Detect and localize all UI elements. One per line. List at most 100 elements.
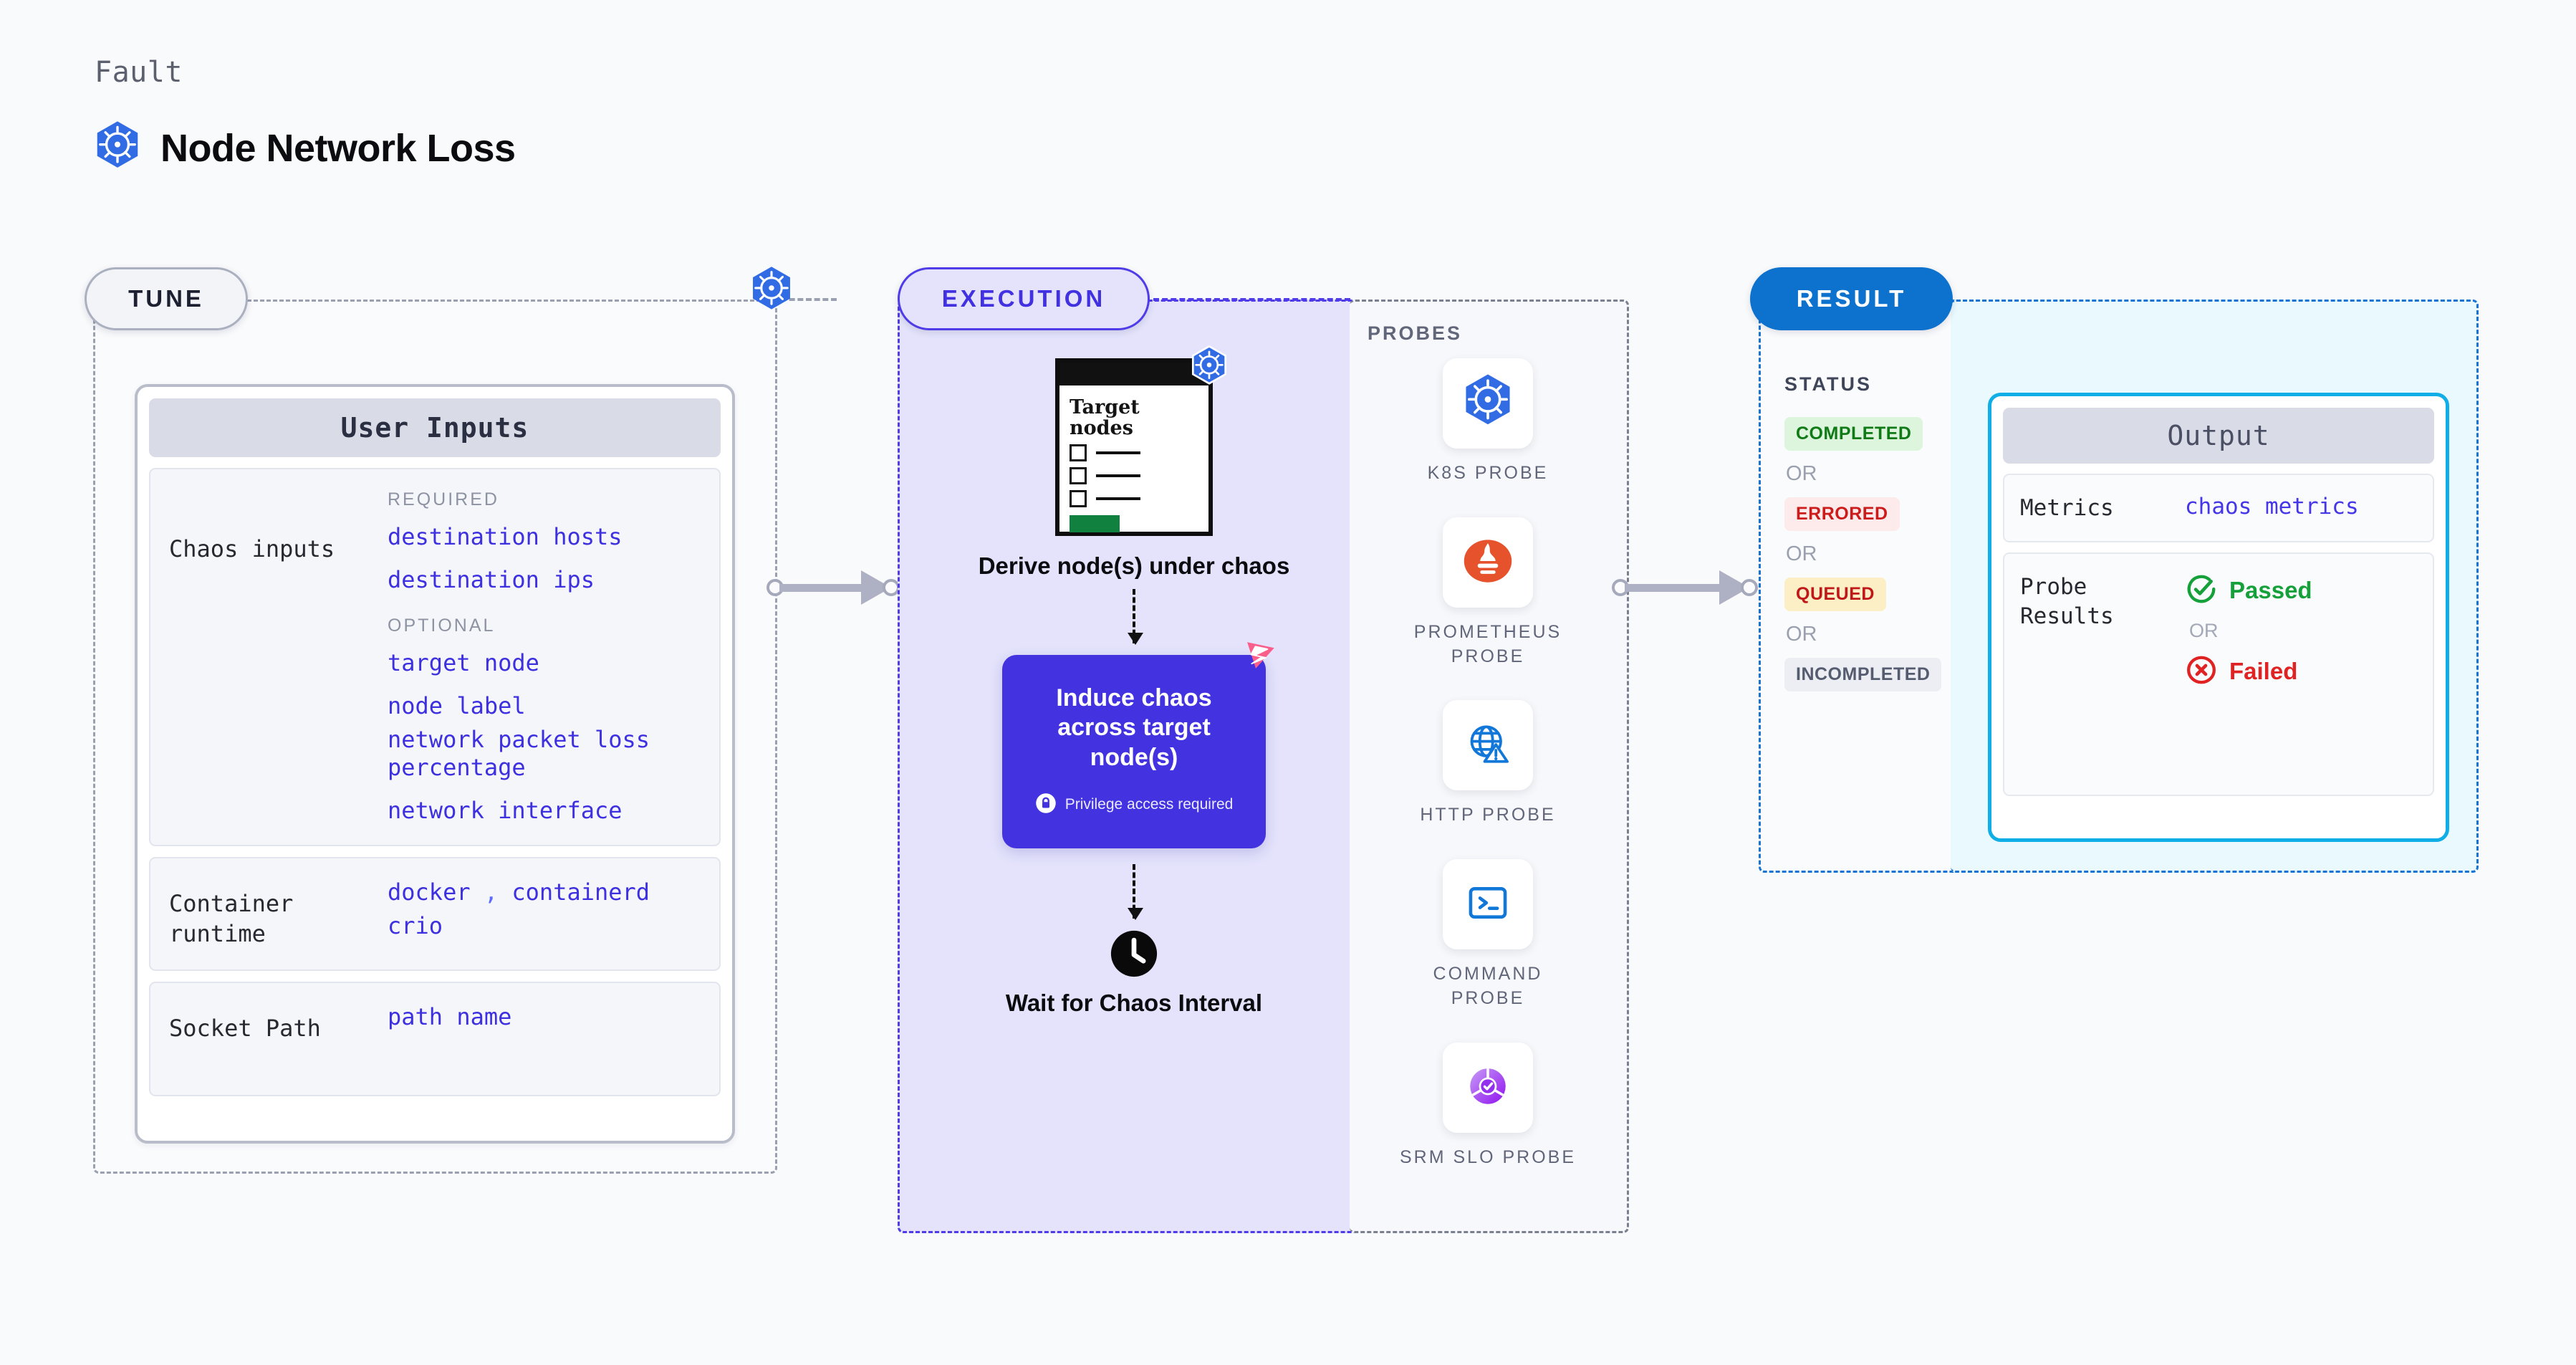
privilege-note-text: Privilege access required: [1064, 796, 1234, 813]
value-path-name[interactable]: path name: [388, 1002, 512, 1030]
induce-chaos-box[interactable]: Induce chaos across target node(s) Privi…: [1002, 641, 1274, 848]
x-circle-icon: [2185, 653, 2218, 689]
user-inputs-card: User Inputs Chaos inputs REQUIRED destin…: [135, 384, 735, 1144]
probe-list: K8S PROBE PROMETHEUS PROBE: [1398, 358, 1577, 1201]
page-title-row: Node Network Loss: [93, 120, 516, 176]
flow-arrow-1: [1128, 588, 1143, 645]
container-runtime-values-line1[interactable]: docker , containerd: [388, 878, 706, 906]
page-title: Node Network Loss: [160, 127, 516, 170]
result-pill[interactable]: RESULT: [1750, 267, 1953, 330]
probes-title: PROBES: [1368, 322, 1463, 344]
user-inputs-header: User Inputs: [149, 398, 721, 457]
input-network-interface[interactable]: network interface: [388, 797, 623, 825]
status-list: COMPLETED OR ERRORED OR QUEUED OR INCOMP…: [1784, 417, 1949, 691]
socket-path-row: Socket Path path name: [149, 981, 721, 1096]
checkbox-icon: [1070, 490, 1087, 508]
progress-bar: [1070, 515, 1120, 533]
kubernetes-icon: [1461, 373, 1514, 434]
list-line: [1096, 497, 1140, 501]
optional-heading: OPTIONAL: [388, 616, 496, 636]
terminal-icon: [1463, 878, 1513, 931]
checkbox-icon: [1070, 467, 1087, 485]
output-header: Output: [2003, 408, 2434, 464]
check-circle-icon: [2185, 573, 2218, 608]
metrics-label: Metrics: [2020, 495, 2114, 521]
status-badge-errored: ERRORED: [1784, 497, 1900, 531]
probe-tile[interactable]: [1443, 1042, 1533, 1133]
flow-arrow-2: [1128, 864, 1143, 920]
probe-tile[interactable]: [1442, 700, 1533, 791]
slo-donut-icon: [1462, 1060, 1514, 1115]
value-separator: ,: [484, 878, 499, 906]
probe-tile[interactable]: [1442, 358, 1533, 449]
checkbox-icon: [1070, 444, 1087, 462]
target-nodes-card: Target nodes: [1055, 345, 1227, 536]
output-card: Output Metrics chaos metrics Probe Resul…: [1988, 393, 2449, 842]
execution-flow-column: Target nodes: [898, 345, 1370, 1017]
probe-name: SRM SLO PROBE: [1400, 1146, 1576, 1167]
input-destination-ips[interactable]: destination ips: [388, 566, 595, 594]
chaos-inputs-label: Chaos inputs: [169, 535, 335, 562]
input-destination-hosts[interactable]: destination hosts: [388, 523, 623, 550]
probe-item-k8s[interactable]: K8S PROBE: [1428, 358, 1549, 486]
kubernetes-icon: [749, 266, 794, 317]
tune-pill[interactable]: TUNE: [85, 267, 248, 330]
or-text: OR: [1786, 462, 1817, 485]
tune-stage: TUNE User Inputs Chaos inputs REQUIRED d…: [85, 267, 777, 1174]
probe-item-http[interactable]: HTTP PROBE: [1420, 700, 1555, 828]
litmus-logo-icon: [1239, 635, 1279, 678]
input-network-packet-loss-percentage[interactable]: network packet loss percentage: [388, 726, 650, 782]
list-line: [1096, 451, 1140, 455]
globe-warning-icon: [1462, 718, 1514, 772]
probe-tile[interactable]: [1443, 859, 1533, 949]
prometheus-icon: [1461, 534, 1515, 591]
probe-name: COMMAND PROBE: [1433, 964, 1543, 1008]
container-runtime-label: Container runtime: [169, 890, 294, 948]
metrics-value[interactable]: chaos metrics: [2185, 494, 2359, 519]
privilege-note: Privilege access required: [1024, 792, 1244, 817]
value-docker[interactable]: docker: [388, 878, 471, 906]
connector-tune-to-execution: [766, 566, 910, 609]
value-containerd[interactable]: containerd: [511, 878, 650, 906]
status-label: STATUS: [1784, 373, 1872, 395]
clock-icon: [1109, 929, 1159, 982]
tune-connector-dashline: [781, 298, 837, 301]
input-target-node[interactable]: target node: [388, 649, 539, 677]
probe-result-failed: Failed: [2185, 653, 2312, 689]
list-line: [1096, 474, 1140, 478]
execution-connector-dashline: [1153, 298, 1350, 301]
or-text: OR: [2189, 620, 2219, 642]
fault-eyebrow: Fault: [95, 56, 183, 89]
required-heading: REQUIRED: [388, 489, 499, 509]
probe-results-row: Probe Results Passed OR: [2003, 552, 2434, 797]
value-crio[interactable]: crio: [388, 912, 443, 940]
status-badge-queued: QUEUED: [1784, 578, 1886, 611]
checkbox-row: [1070, 490, 1198, 508]
probe-result-passed: Passed: [2185, 573, 2312, 608]
induce-chaos-title: Induce chaos across target node(s): [1056, 684, 1212, 771]
input-node-label[interactable]: node label: [388, 692, 526, 720]
container-runtime-row: Container runtime docker , containerd cr…: [149, 857, 721, 971]
metrics-row: Metrics chaos metrics: [2003, 474, 2434, 543]
connector-execution-to-result: [1612, 566, 1777, 609]
passed-label: Passed: [2229, 577, 2312, 604]
lock-icon: [1035, 792, 1057, 817]
kubernetes-icon: [1190, 345, 1229, 391]
probe-item-prometheus[interactable]: PROMETHEUS PROBE: [1398, 517, 1577, 669]
probe-tile[interactable]: [1443, 517, 1533, 608]
checkbox-row: [1070, 444, 1198, 462]
status-badge-incompleted: INCOMPLETED: [1784, 658, 1942, 691]
target-nodes-title: Target nodes: [1070, 396, 1140, 440]
probe-name: K8S PROBE: [1427, 463, 1549, 483]
socket-path-label: Socket Path: [169, 1014, 321, 1042]
derive-nodes-label: Derive node(s) under chaos: [978, 552, 1290, 579]
probe-name: PROMETHEUS PROBE: [1413, 621, 1562, 666]
checkbox-row: [1070, 467, 1198, 485]
probe-results-label: Probe Results: [2020, 574, 2114, 629]
probe-item-command[interactable]: COMMAND PROBE: [1398, 859, 1577, 1011]
or-text: OR: [1786, 623, 1817, 646]
window-titlebar: [1059, 363, 1208, 385]
probe-item-srm-slo[interactable]: SRM SLO PROBE: [1400, 1042, 1576, 1170]
execution-pill[interactable]: EXECUTION: [898, 267, 1150, 330]
